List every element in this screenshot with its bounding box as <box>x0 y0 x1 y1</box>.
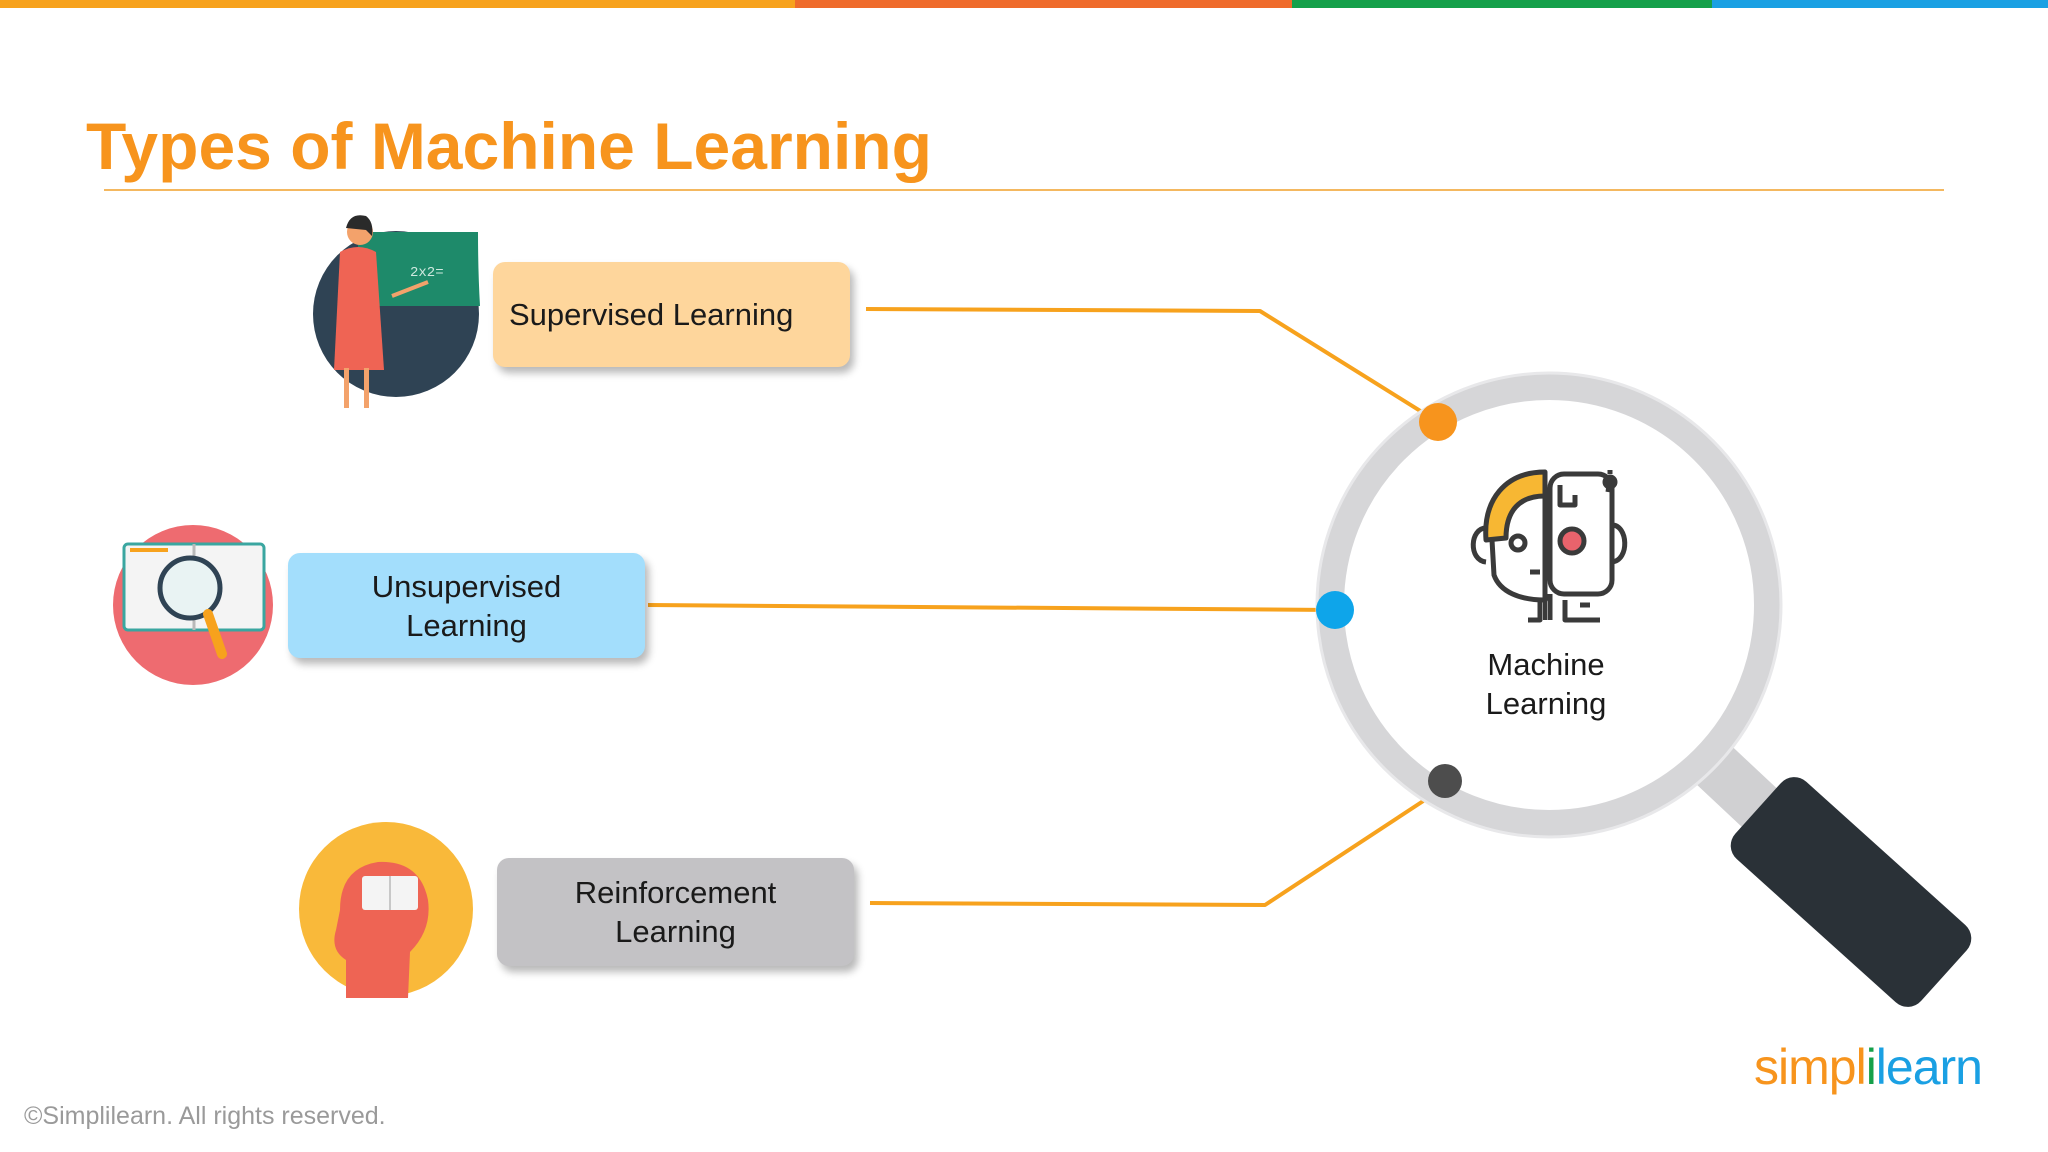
connector-dot-unsupervised <box>1316 591 1354 629</box>
branch-card-supervised: Supervised Learning <box>493 262 850 367</box>
brand-logo: simplilearn <box>1754 1038 1983 1096</box>
connector-dot-reinforcement <box>1428 764 1462 798</box>
top-bar-segment-green <box>1292 0 1712 8</box>
branch-label-unsupervised-line2: Learning <box>406 607 527 643</box>
brand-logo-part3: learn <box>1875 1039 1983 1095</box>
svg-text:2x2=: 2x2= <box>410 265 444 281</box>
center-label: Machine Learning <box>1426 645 1666 723</box>
branch-label-reinforcement-line2: Learning <box>615 914 736 949</box>
top-bar-segment-blue <box>1712 0 2048 8</box>
top-bar-segment-red-orange <box>795 0 1292 8</box>
connector-unsupervised <box>647 603 1334 612</box>
branch-card-reinforcement: Reinforcement Learning <box>497 858 854 966</box>
head-book-icon <box>299 822 473 998</box>
title-underline <box>104 189 1944 191</box>
slide-title: Types of Machine Learning <box>86 109 932 183</box>
center-label-line1: Machine <box>1487 647 1605 682</box>
teacher-icon: 2x2= <box>313 215 480 408</box>
brand-logo-part2: i <box>1865 1039 1877 1095</box>
copyright-text: ©Simplilearn. All rights reserved. <box>24 1102 386 1130</box>
branch-label-unsupervised-line1: Unsupervised <box>371 568 562 604</box>
branch-label-reinforcement-line1: Reinforcement <box>574 875 777 910</box>
brand-logo-part1: simpl <box>1754 1039 1867 1095</box>
branch-label-supervised: Supervised Learning <box>509 297 794 332</box>
top-color-bar <box>0 0 2048 8</box>
center-label-line2: Learning <box>1485 686 1607 721</box>
book-magnifier-icon <box>113 525 273 685</box>
magnifier-handle <box>1730 777 1972 1007</box>
branch-card-unsupervised: Unsupervised Learning <box>288 553 645 658</box>
connector-supervised <box>865 307 1440 424</box>
human-robot-head-icon <box>1470 469 1628 623</box>
connector-dot-supervised <box>1419 403 1457 441</box>
top-bar-segment-orange <box>0 0 795 8</box>
connector-reinforcement <box>869 788 1442 907</box>
